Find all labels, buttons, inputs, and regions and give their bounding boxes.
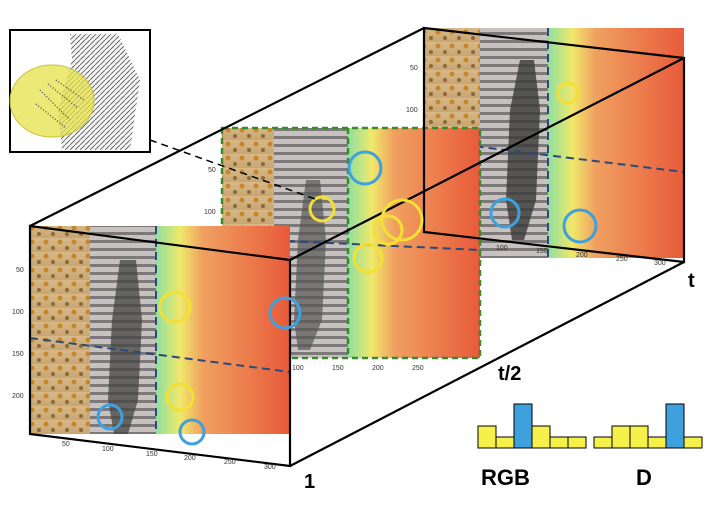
marker-blue (347, 150, 383, 186)
histogram-rgb-label: RGB (481, 465, 530, 490)
ellipsoid-points (35, 79, 85, 129)
x-tick-label: 100 (496, 245, 508, 252)
time-label-end: t (688, 270, 695, 292)
edge-top-left (29, 27, 425, 227)
frame-mid-person-silhouette (294, 180, 326, 350)
marker-yellow (165, 382, 195, 412)
marker-yellow (372, 214, 404, 246)
x-tick-label: 200 (184, 455, 196, 462)
histogram-rgb-bar (567, 436, 587, 449)
inset-connector-line (149, 139, 319, 201)
edge-top-right (289, 57, 685, 261)
histogram-depth-bar (629, 425, 649, 449)
x-tick-label: 150 (146, 451, 158, 458)
x-tick-label: 50 (62, 441, 70, 448)
histogram-rgb-bar (495, 436, 515, 449)
edge-bottom-right (289, 261, 685, 467)
histogram-rgb-bar (477, 425, 497, 449)
x-tick-label: 150 (332, 365, 344, 372)
histogram-depth-bar (647, 436, 667, 449)
histogram-rgb-bar (531, 425, 551, 449)
histogram-rgb-bar (549, 436, 569, 449)
y-tick-label: 200 (12, 393, 24, 400)
front-x-ticks: 50 100 150 200 250 300 (62, 441, 276, 471)
y-tick-label: 50 (16, 267, 24, 274)
marker-yellow (158, 290, 192, 324)
marker-blue (178, 418, 206, 446)
time-label-mid: t/2 (498, 363, 521, 385)
histogram-depth-bar (665, 403, 685, 449)
y-tick-label: 150 (12, 351, 24, 358)
marker-blue (96, 403, 124, 431)
frame-1-split-horizontal (29, 337, 291, 373)
histogram-depth-bar (683, 436, 703, 449)
frame-1-person-silhouette (108, 260, 142, 434)
y-tick-label: 100 (406, 107, 418, 114)
x-tick-label: 100 (292, 365, 304, 372)
marker-blue (268, 296, 302, 330)
marker-blue (562, 208, 598, 244)
markers (96, 81, 598, 446)
frame-t (423, 28, 685, 258)
histogram-rgb-bar (513, 403, 533, 449)
gaussian-ellipsoid (9, 64, 95, 138)
x-tick-label: 250 (412, 365, 424, 372)
histogram-depth (593, 403, 703, 449)
x-tick-label: 200 (576, 252, 588, 259)
frame-1 (29, 226, 291, 434)
back-y-ticks: 50 100 (406, 65, 418, 114)
point-cloud-inset (9, 29, 151, 153)
x-tick-label: 300 (264, 464, 276, 471)
cuboid-wireframe (28, 26, 686, 468)
marker-blue (489, 197, 521, 229)
x-tick-label: 300 (654, 260, 666, 267)
frame-t-person-silhouette (506, 60, 540, 240)
y-tick-label: 50 (208, 167, 216, 174)
y-tick-label: 50 (410, 65, 418, 72)
time-label-start: 1 (304, 471, 315, 493)
y-tick-label: 100 (204, 209, 216, 216)
mid-y-ticks: 50 100 (204, 167, 216, 216)
y-tick-label: 100 (12, 309, 24, 316)
histogram-depth-bar (593, 436, 613, 449)
back-x-ticks: 100 150 200 250 300 (496, 245, 666, 267)
x-tick-label: 250 (224, 459, 236, 466)
x-tick-label: 250 (616, 256, 628, 263)
x-tick-label: 150 (536, 248, 548, 255)
marker-yellow (380, 198, 424, 242)
histogram-depth-label: D (636, 465, 652, 490)
frame-1-rgb-curtain (30, 226, 90, 434)
histogram-depth-bar (611, 425, 631, 449)
marker-yellow (308, 195, 336, 223)
marker-yellow (556, 81, 580, 105)
x-tick-label: 200 (372, 365, 384, 372)
marker-yellow (352, 242, 384, 274)
x-tick-label: 100 (102, 446, 114, 453)
histogram-rgb (477, 403, 587, 449)
front-y-ticks: 50 100 150 200 (12, 267, 24, 400)
mid-x-ticks: 100 150 200 250 (292, 365, 424, 372)
frame-t-depth-map (548, 28, 684, 258)
frame-1-depth-map (156, 226, 290, 434)
